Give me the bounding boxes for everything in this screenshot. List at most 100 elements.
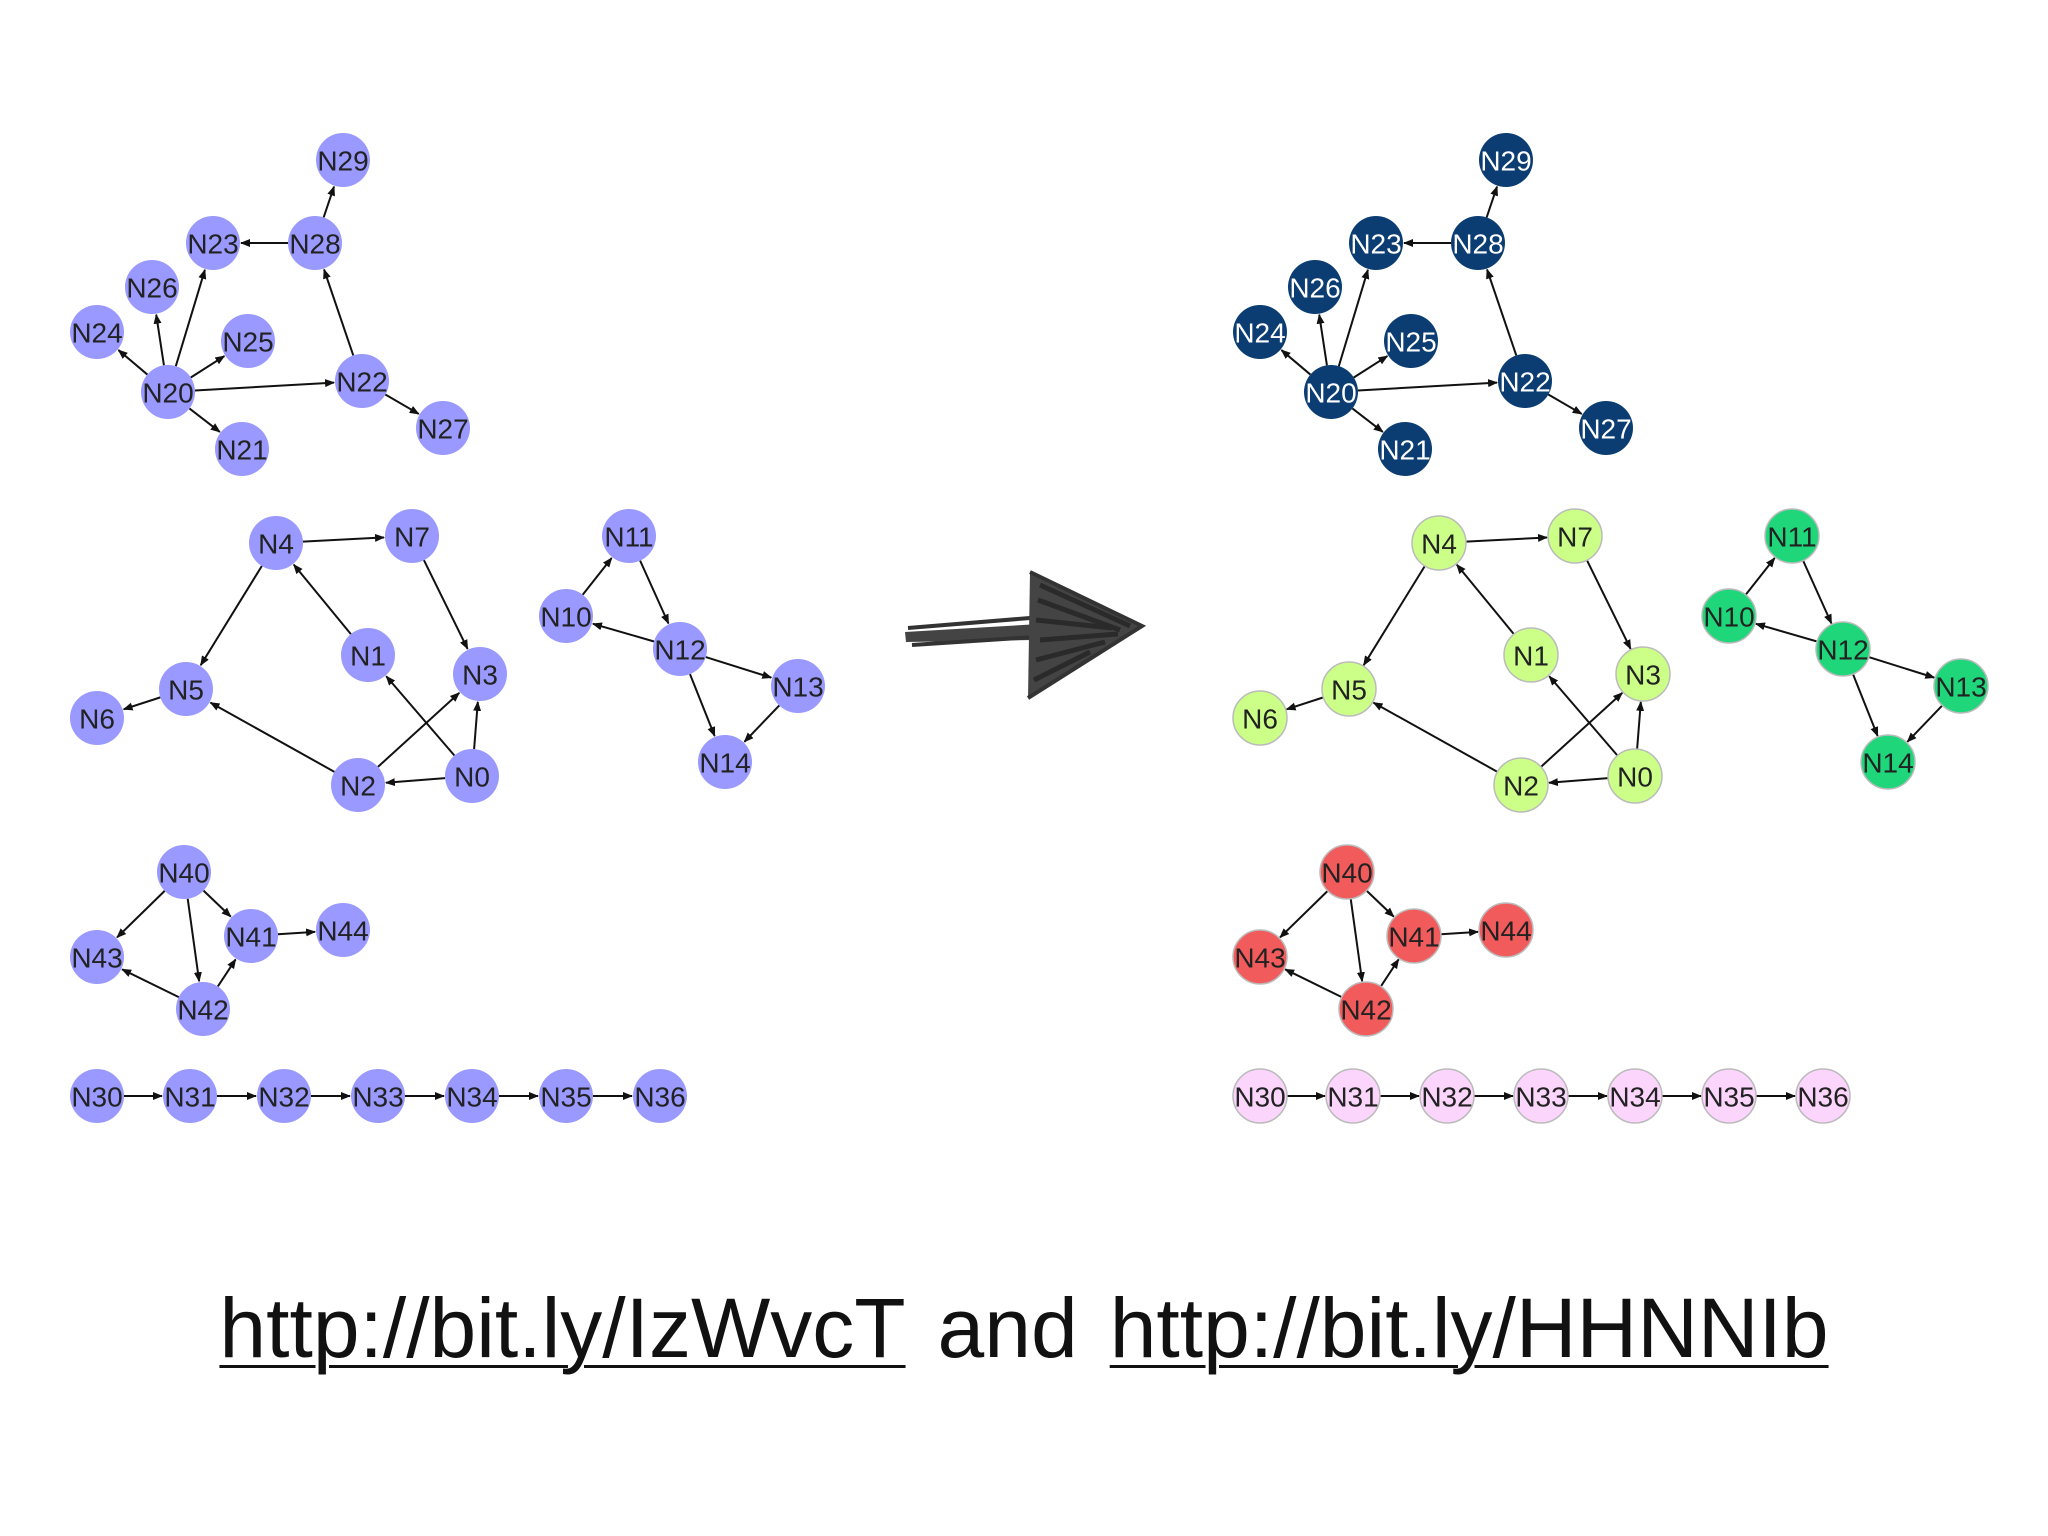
transform-arrow-icon (905, 570, 1147, 700)
node-label: N41 (225, 922, 276, 953)
edge-N20-N23 (1337, 268, 1370, 367)
node-label: N6 (79, 704, 115, 735)
node-label: N33 (352, 1082, 403, 1113)
node-N25: N25 (1384, 314, 1438, 368)
node-label: N13 (772, 672, 823, 703)
node-label: N22 (336, 367, 387, 398)
node-N5: N5 (1321, 661, 1377, 717)
node-circle (1325, 1068, 1381, 1124)
node-N6: N6 (70, 691, 124, 745)
node-label: N42 (177, 995, 228, 1026)
node-N22: N22 (335, 354, 389, 408)
node-circle (70, 305, 124, 359)
node-N11: N11 (1764, 508, 1820, 564)
node-label: N14 (1862, 748, 1913, 779)
edge-N20-N23 (174, 268, 207, 367)
node-circle (221, 314, 275, 368)
node-N33: N33 (351, 1069, 405, 1123)
node-N24: N24 (70, 305, 124, 359)
edge-N41-N44 (277, 928, 317, 937)
edge-N2-N5 (209, 701, 335, 773)
edge-N4-N5 (199, 565, 263, 667)
node-N29: N29 (1479, 133, 1533, 187)
node-circle (1701, 588, 1757, 644)
node-circle (1304, 365, 1358, 419)
node-label: N22 (1499, 367, 1550, 398)
node-label: N30 (71, 1082, 122, 1113)
node-circle (70, 691, 124, 745)
node-circle (633, 1069, 687, 1123)
edge-N12-N10 (591, 622, 655, 643)
edge-N13-N14 (743, 704, 781, 743)
node-label: N40 (158, 858, 209, 889)
node-N43: N43 (1232, 929, 1288, 985)
edge-N12-N13 (1868, 656, 1936, 679)
node-label: N13 (1935, 672, 1986, 703)
edge-N42-N43 (121, 968, 180, 999)
node-circle (653, 622, 707, 676)
edge-N40-N41 (202, 889, 232, 918)
edge-N42-N41 (216, 958, 237, 987)
node-circle (1349, 216, 1403, 270)
edge-N12-N14 (1852, 673, 1879, 737)
edge-N20-N26 (153, 313, 165, 366)
node-circle (1232, 690, 1288, 746)
node-circle (316, 903, 370, 957)
node-circle (1607, 748, 1663, 804)
node-N20: N20 (141, 365, 195, 419)
node-label: N25 (1385, 327, 1436, 358)
node-label: N31 (164, 1082, 215, 1113)
edge-N40-N41 (1365, 889, 1395, 918)
edge-N40-N43 (116, 890, 166, 939)
node-N14: N14 (1860, 734, 1916, 790)
edge-N40-N42 (186, 898, 202, 983)
node-circle (1795, 1068, 1851, 1124)
node-N27: N27 (416, 401, 470, 455)
node-label: N43 (71, 943, 122, 974)
edge-N2-N5 (1372, 701, 1498, 773)
edge-N0-N2 (1547, 777, 1609, 787)
node-circle (1411, 515, 1467, 571)
node-circle (249, 516, 303, 570)
edge-N20-N22 (1357, 379, 1499, 392)
node-label: N21 (1379, 435, 1430, 466)
node-label: N31 (1327, 1082, 1378, 1113)
edge-N20-N24 (1280, 349, 1312, 376)
node-circle (385, 509, 439, 563)
node-N4: N4 (1411, 515, 1467, 571)
node-circle (176, 982, 230, 1036)
node-N5: N5 (159, 662, 213, 716)
node-N34: N34 (1607, 1068, 1663, 1124)
edge-N20-N25 (1353, 355, 1389, 379)
node-circle (1607, 1068, 1663, 1124)
edge-N13-N14 (1906, 704, 1944, 743)
node-label: N36 (634, 1082, 685, 1113)
edge-N20-N21 (188, 407, 221, 433)
link-izwvct[interactable]: http://bit.ly/IzWvcT (219, 1281, 906, 1375)
node-N24: N24 (1233, 305, 1287, 359)
node-label: N4 (258, 529, 294, 560)
node-circle (1451, 216, 1505, 270)
node-circle (602, 509, 656, 563)
node-N2: N2 (331, 758, 385, 812)
node-circle (341, 628, 395, 682)
link-hhnnib[interactable]: http://bit.ly/HHNNIb (1109, 1281, 1829, 1375)
node-label: N35 (1703, 1082, 1754, 1113)
edge-N22-N28 (323, 268, 355, 356)
edge-N12-N13 (705, 656, 773, 679)
node-N29: N29 (316, 133, 370, 187)
node-label: N32 (1421, 1082, 1472, 1113)
node-N28: N28 (288, 216, 342, 270)
node-label: N12 (654, 635, 705, 666)
node-circle (1386, 908, 1442, 964)
node-label: N27 (417, 414, 468, 445)
node-N23: N23 (1349, 216, 1403, 270)
node-label: N44 (1480, 916, 1531, 947)
node-label: N23 (1350, 229, 1401, 260)
edge-N22-N27 (1547, 393, 1583, 415)
node-label: N2 (1503, 771, 1539, 802)
node-label: N44 (317, 916, 368, 947)
edge-N0-N3 (1636, 700, 1645, 750)
node-N31: N31 (1325, 1068, 1381, 1124)
